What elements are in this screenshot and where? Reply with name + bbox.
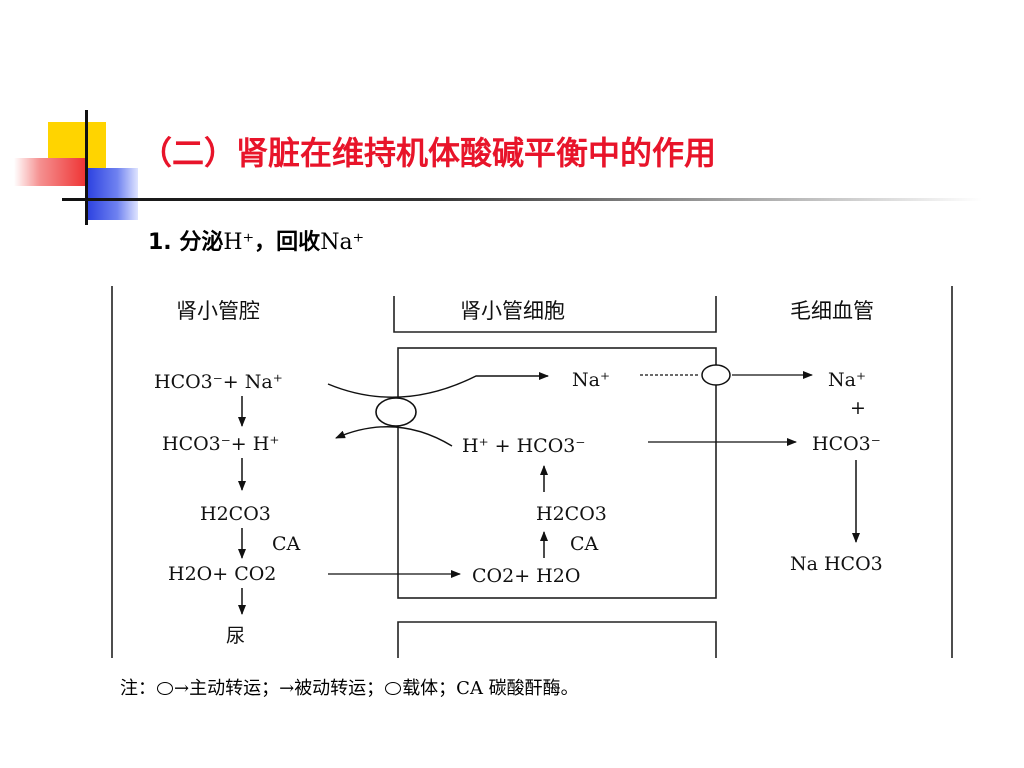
h-exit-curve — [335, 426, 453, 447]
cap-hco3: HCO3⁻ — [812, 433, 881, 455]
tubule-cell-box — [397, 347, 717, 599]
carrier-circle-icon — [385, 682, 402, 695]
deco-blue-square — [86, 168, 138, 220]
section-heading: 1. 分泌H⁺，回收Na⁺ — [148, 224, 364, 256]
deco-red-bar — [14, 158, 88, 186]
deco-horizontal-line — [62, 198, 982, 201]
deco-vertical-line — [85, 110, 88, 225]
section-na-ion: Na⁺ — [320, 230, 365, 255]
lumen-urine: 尿 — [226, 625, 245, 647]
cell-h2co3: H2CO3 — [536, 503, 607, 525]
note-passive: 被动转运； — [294, 678, 385, 699]
page-title: （二）肾脏在维持机体酸碱平衡中的作用 — [140, 134, 717, 172]
note-carrier: 载体；CA 碳酸酐酶。 — [402, 678, 579, 699]
cap-na: Na⁺ — [828, 369, 866, 391]
lumen-hco3-na: HCO3⁻+ Na⁺ — [154, 371, 283, 393]
cell-co2-h2o: CO2+ H2O — [472, 565, 580, 587]
na-entry-curve — [327, 372, 549, 398]
cell-na: Na⁺ — [572, 369, 610, 391]
note-prefix: 注： — [120, 678, 156, 699]
active-transport-circle-icon — [157, 682, 173, 695]
section-text-reabsorb: 回收 — [276, 230, 321, 255]
header-lumen: 肾小管腔 — [176, 299, 260, 323]
cell-ca-label: CA — [570, 533, 599, 555]
lumen-hco3-h: HCO3⁻+ H⁺ — [162, 433, 279, 455]
legend-note: 注：→主动转运；→被动转运；载体；CA 碳酸酐酶。 — [120, 674, 579, 700]
cap-plus: + — [850, 397, 866, 419]
cell-h-hco3: H⁺ + HCO3⁻ — [462, 435, 585, 457]
lumen-ca-label: CA — [272, 533, 301, 555]
header-capillary: 毛细血管 — [790, 299, 874, 323]
header-cell: 肾小管细胞 — [460, 299, 565, 323]
arrow-right-icon: → — [279, 678, 295, 699]
section-number: 1. — [148, 230, 172, 255]
cell-header-bracket — [393, 296, 717, 333]
note-active: 主动转运； — [189, 678, 280, 699]
lumen-h2co3: H2CO3 — [200, 503, 271, 525]
lower-cell-bracket — [397, 621, 717, 658]
luminal-carrier-circle — [375, 397, 417, 427]
section-h-ion: H⁺ — [223, 230, 255, 255]
cap-nahco3: Na HCO3 — [790, 553, 883, 575]
lumen-h2o-co2: H2O+ CO2 — [168, 563, 276, 585]
basolateral-pump-circle — [701, 364, 731, 386]
arrow-right-icon: → — [174, 678, 190, 699]
section-separator: ， — [254, 230, 277, 255]
section-text-secrete: 分泌 — [171, 230, 224, 255]
diagram-frame — [111, 286, 953, 658]
